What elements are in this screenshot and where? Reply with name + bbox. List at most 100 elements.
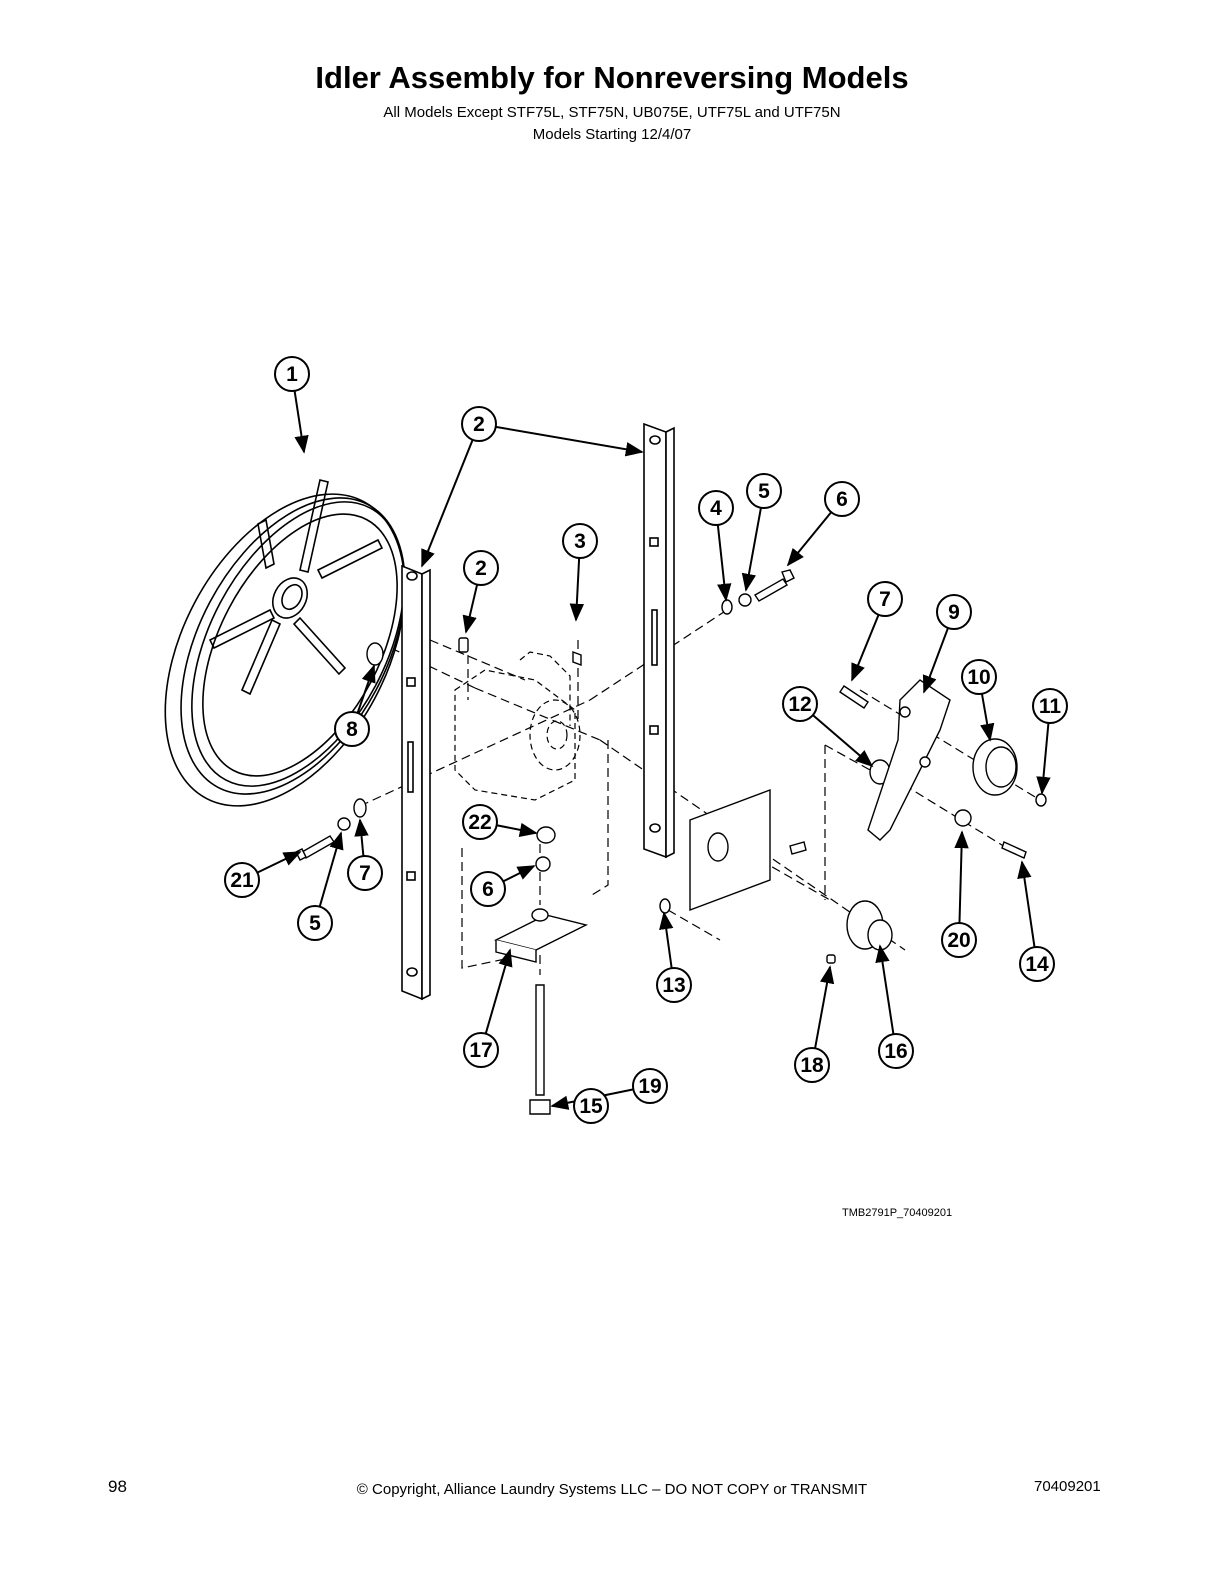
callout-leader-line xyxy=(954,830,969,924)
callout-number: 6 xyxy=(836,488,848,511)
callout-key: 4 xyxy=(698,490,734,602)
callout-spacer: 8 xyxy=(334,664,376,747)
callout-number: 15 xyxy=(579,1095,603,1118)
callout-leader-line xyxy=(786,511,833,567)
callout-number: 17 xyxy=(469,1039,492,1062)
callout-washer-upper: 5 xyxy=(741,473,782,592)
callout-bubble xyxy=(794,1047,830,1083)
callout-pulley: 1 xyxy=(274,356,310,454)
callout-bubble xyxy=(470,871,506,907)
callout-washer-lower: 5 xyxy=(297,831,344,941)
mounting-housing xyxy=(454,651,581,801)
callout-number: 19 xyxy=(638,1075,661,1098)
callout-number: 1 xyxy=(286,363,298,386)
callout-bubble xyxy=(1032,688,1068,724)
callout-leader-line xyxy=(980,693,995,742)
callout-leader-line xyxy=(1017,860,1036,948)
callout-leader-line xyxy=(496,822,538,837)
callout-leader-line xyxy=(1036,722,1051,795)
callout-bubble xyxy=(698,490,734,526)
callout-leader-line xyxy=(421,439,474,568)
callout-bubble xyxy=(878,1033,914,1069)
callout-number: 9 xyxy=(948,601,960,624)
callout-setscrew: 3 xyxy=(562,523,598,622)
callout-bolt-arm: 9 xyxy=(922,594,972,694)
callout-number: 21 xyxy=(230,869,254,892)
callout-leader-line xyxy=(814,965,835,1049)
callout-bubble xyxy=(1019,946,1055,982)
callout-number: 13 xyxy=(662,974,685,997)
callout-lockwasher-lower: 6 xyxy=(470,865,536,907)
callout-lockwasher-upper: 6 xyxy=(786,481,860,567)
callout-bubble xyxy=(941,922,977,958)
callout-number: 4 xyxy=(710,497,722,520)
callout-bubble xyxy=(463,1032,499,1068)
callout-retaining-ring: 22 xyxy=(462,804,538,840)
callout-leader-line xyxy=(462,584,479,634)
callout-leader-line xyxy=(256,851,302,874)
callout-nut-arm: 12 xyxy=(782,686,874,768)
callout-leader-line xyxy=(484,948,513,1034)
callout-bubble xyxy=(297,905,333,941)
callout-leader-line xyxy=(356,664,376,714)
channel-bracket-parts xyxy=(401,422,675,1001)
callout-number: 7 xyxy=(879,588,891,611)
callout-bubble xyxy=(462,804,498,840)
callout-number: 20 xyxy=(947,929,970,952)
callout-nut-plate: 17 xyxy=(463,948,513,1068)
callout-leader-line xyxy=(716,524,732,602)
callout-bubble xyxy=(936,594,972,630)
callout-bubble xyxy=(961,659,997,695)
callout-bolt-upper: 7 xyxy=(851,581,903,682)
callout-pulley-setscrew: 16 xyxy=(875,944,914,1069)
callout-idler-pulley: 11 xyxy=(1032,688,1068,795)
hardware-parts xyxy=(295,569,1047,1115)
page-title: Idler Assembly for Nonreversing Models xyxy=(315,60,909,95)
figure-id: TMB2791P_70409201 xyxy=(842,1207,953,1219)
callout-bubble xyxy=(824,481,860,517)
callout-number: 22 xyxy=(468,811,491,834)
copyright-notice: © Copyright, Alliance Laundry Systems LL… xyxy=(356,1481,868,1498)
callout-adjuster-bracket: 19 xyxy=(550,1068,668,1110)
callout-nut-adjuster: 21 xyxy=(224,851,302,898)
callout-number: 6 xyxy=(482,878,494,901)
page-subtitle-date: Models Starting 12/4/07 xyxy=(532,126,692,143)
callout-motor-pulley: 15 xyxy=(573,1088,609,1124)
callout-channel-bracket-left: 2 xyxy=(421,406,644,568)
callout-bubble xyxy=(347,855,383,891)
callout-leader-line xyxy=(502,865,536,883)
callout-leader-line xyxy=(495,425,644,457)
callout-bubble xyxy=(656,967,692,1003)
callout-leader-line xyxy=(922,627,949,694)
callout-leader-line xyxy=(318,831,344,907)
callout-idler-arm: 10 xyxy=(961,659,997,742)
callout-bubble xyxy=(274,356,310,392)
callout-number: 2 xyxy=(475,557,487,580)
callout-leader-line xyxy=(354,818,369,857)
callout-number: 8 xyxy=(346,718,358,741)
callout-number: 3 xyxy=(574,530,586,553)
callout-number: 2 xyxy=(473,413,485,436)
callout-leader-line xyxy=(659,911,674,969)
callout-number: 5 xyxy=(758,480,770,503)
callout-bubble xyxy=(562,523,598,559)
callout-leader-line xyxy=(851,614,880,682)
callout-leader-line xyxy=(741,507,762,592)
callout-leader-line xyxy=(875,944,895,1035)
callout-bolt-plate: 13 xyxy=(656,911,692,1003)
callout-bubble xyxy=(334,711,370,747)
callout-number: 10 xyxy=(967,666,990,689)
document-number: 70409201 xyxy=(1034,1478,1101,1495)
callout-number: 11 xyxy=(1039,695,1062,718)
page-number: 98 xyxy=(108,1477,127,1496)
callout-lockwasher-adjuster: 20 xyxy=(941,830,977,958)
callout-leader-line xyxy=(812,714,874,768)
callout-number: 7 xyxy=(359,862,371,885)
callout-number: 16 xyxy=(884,1040,907,1063)
callout-bubble xyxy=(632,1068,668,1104)
callout-number: 18 xyxy=(800,1054,824,1077)
callout-leader-line xyxy=(569,557,585,622)
callout-adjusting-bolt: 18 xyxy=(794,965,835,1083)
